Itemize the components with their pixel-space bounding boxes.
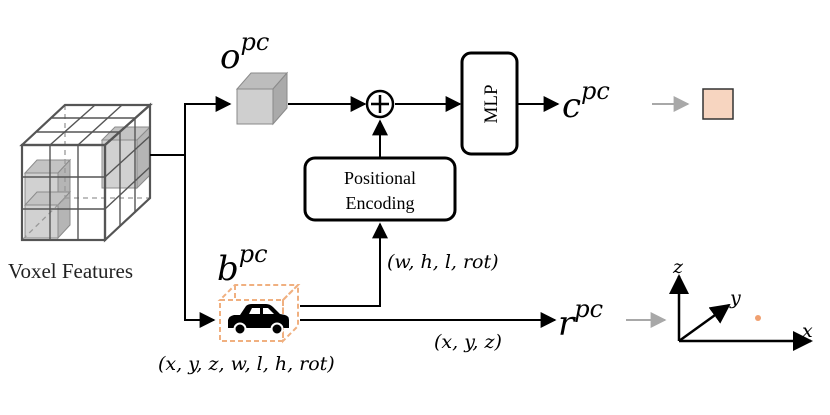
c-pc-label: cpc <box>562 77 610 126</box>
axis-z-label: z <box>672 256 684 278</box>
inner-voxel-cubes <box>23 125 152 240</box>
plus-circle-icon <box>365 89 395 119</box>
pe-line2: Encoding <box>346 193 415 213</box>
voxel-grid-cube-icon <box>19 102 153 243</box>
pe-line1: Positional <box>344 168 416 188</box>
mlp-label: MLP <box>481 84 502 123</box>
voxel-features-label: Voxel Features <box>8 259 133 283</box>
o-pc-label: opc <box>220 28 269 77</box>
axis-y-label: y <box>729 287 741 309</box>
axis-x-label: x <box>802 320 813 342</box>
mlp-block: MLP <box>460 51 519 156</box>
whlrot-label: (w, h, l, rot) <box>387 251 499 273</box>
positional-encoding-block: Positional Encoding <box>303 156 457 222</box>
axes-icon <box>669 274 813 351</box>
flow-lines <box>150 96 560 328</box>
r-pc-label: rpc <box>558 295 603 344</box>
box-params-label: (x, y, z, w, l, h, rot) <box>158 353 335 375</box>
b-pc-label: bpc <box>217 240 268 289</box>
sample-point <box>755 315 761 321</box>
car-icon <box>228 304 289 336</box>
gray-cube-icon <box>235 71 289 126</box>
xyz-label: (x, y, z) <box>434 331 502 353</box>
output-square <box>702 88 734 120</box>
